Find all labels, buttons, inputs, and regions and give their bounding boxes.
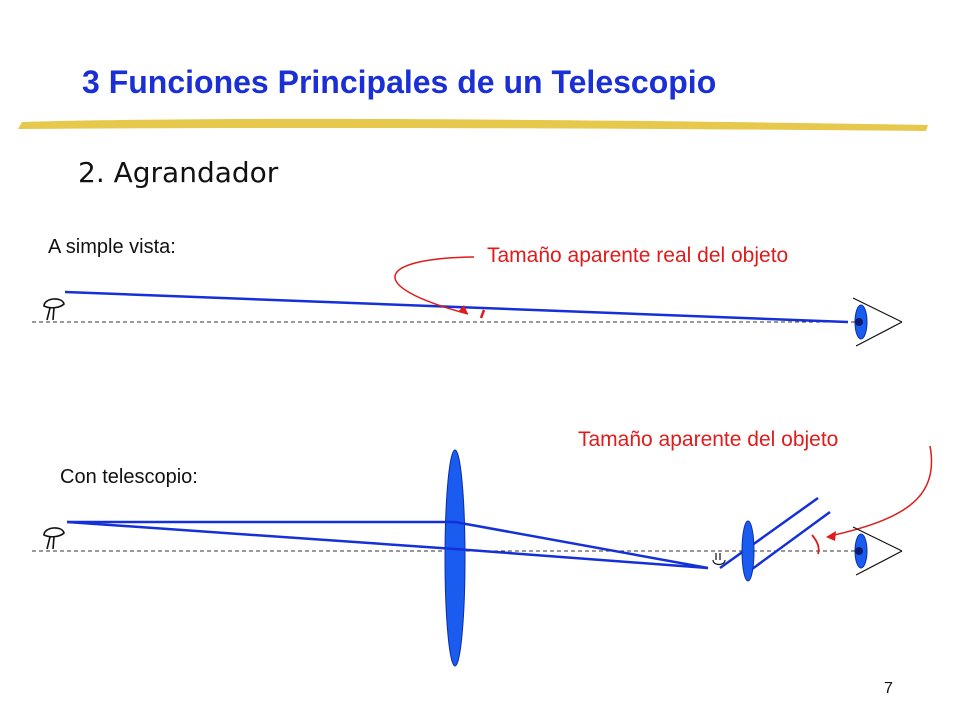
apparent-size-label: Tamaño aparente del objeto [578, 428, 839, 451]
slide-subtitle: 2. Agrandador [78, 156, 279, 189]
apparent-size-arrowhead [826, 531, 836, 541]
eyepiece-lens [741, 520, 755, 582]
mushroom-icon [43, 527, 65, 550]
real-size-arrowhead [458, 305, 468, 314]
real-size-label: Tamaño aparente real del objeto [487, 244, 789, 267]
angle-mark-real [479, 309, 486, 319]
page-number: 7 [884, 680, 893, 697]
angle-mark-apparent [811, 534, 820, 555]
naked-eye-ray [64, 290, 849, 324]
telescope-label: Con telescopio: [60, 466, 198, 488]
real-size-arrow [394, 256, 475, 315]
objective-lens [444, 449, 466, 667]
title-underline [18, 118, 928, 131]
eye-icon [852, 526, 903, 576]
telescope-rays [66, 496, 831, 574]
naked-eye-label: A simple vista: [48, 236, 176, 258]
apparent-size-arrow [829, 445, 933, 537]
eye-icon [852, 297, 903, 347]
inverted-image-icon [712, 553, 726, 566]
slide-title: 3 Funciones Principales de un Telescopio [82, 64, 717, 100]
mushroom-icon [43, 298, 65, 321]
